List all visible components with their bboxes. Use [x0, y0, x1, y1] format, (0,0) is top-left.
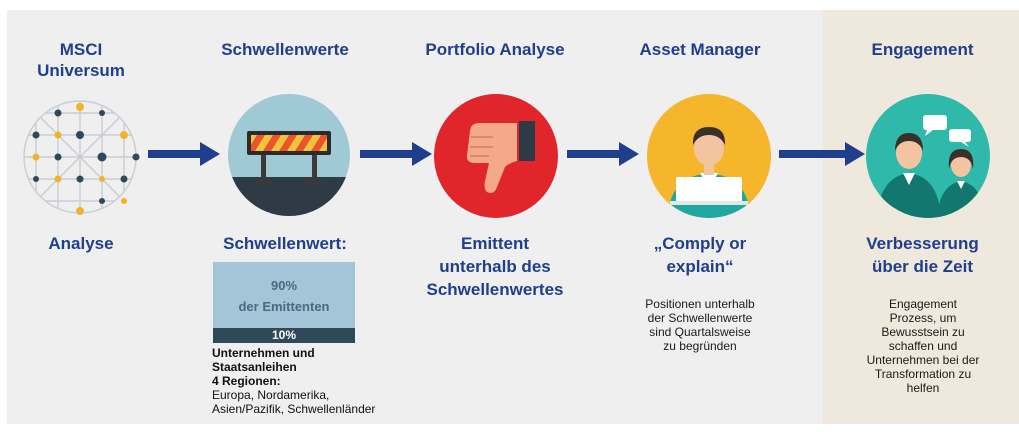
process-panel: [7, 10, 823, 424]
scope-line: Unternehmen und: [212, 346, 315, 360]
arrow-4-icon: [779, 142, 865, 166]
description-line: Unternehmen bei der: [866, 353, 980, 367]
step-1-subtitle: Analyse: [48, 234, 114, 253]
step-3-subtitle-line: Emittent: [461, 234, 529, 253]
asset-manager-laptop-icon: [647, 94, 771, 218]
step-3-subtitle-line: unterhalb des: [439, 257, 551, 276]
step-4-subtitle: „Comply or explain“: [615, 232, 785, 278]
regions-line: Asien/Pazifik, Schwellenländer: [212, 402, 376, 416]
bar-90-value: 90%: [270, 278, 298, 293]
description-line: sind Quartalsweise: [649, 325, 751, 339]
arrow-3-icon: [567, 142, 639, 166]
step-3-subtitle-line: Schwellenwertes: [426, 280, 564, 299]
step-5-title: Engagement: [871, 40, 974, 59]
description-line: zu begründen: [663, 339, 737, 353]
step-4-subtitle-line: explain“: [666, 257, 734, 276]
step-1-title: MSCI Universum: [20, 39, 142, 81]
step-4-title: Asset Manager: [639, 40, 761, 59]
step-5-subtitle-line: Verbesserung: [866, 234, 979, 253]
threshold-bar-10: 10%: [213, 328, 355, 343]
threshold-scope: Unternehmen und Staatsanleihen 4 Regione…: [212, 346, 375, 416]
step-1-title-line2: Universum: [37, 61, 125, 80]
description-line: Prozess, um: [889, 311, 957, 325]
description-line: Engagement: [888, 297, 958, 311]
description-line: Positionen unterhalb: [645, 297, 755, 311]
step-5-description: Engagement Prozess, um Bewusstsein zu sc…: [850, 297, 996, 395]
step-2-title: Schwellenwerte: [221, 40, 349, 59]
step-3-subtitle: Emittent unterhalb des Schwellenwertes: [405, 232, 585, 301]
arrow-2-icon: [360, 142, 432, 166]
threshold-bar-90: 90% der Emittenten: [213, 262, 355, 328]
bar-90-label: der Emittenten: [238, 299, 330, 314]
regions-line: Europa, Nordamerika,: [212, 388, 330, 402]
description-line: helfen: [906, 381, 940, 395]
step-1-title-line1: MSCI: [59, 40, 103, 59]
regions-heading: 4 Regionen:: [212, 374, 281, 388]
description-line: Bewusstsein zu: [881, 325, 965, 339]
scope-line: Staatsanleihen: [212, 360, 297, 374]
step-4-description: Positionen unterhalb der Schwellenwerte …: [630, 297, 770, 353]
step-4-subtitle-line: „Comply or: [653, 234, 747, 253]
network-globe-icon: [23, 100, 140, 215]
step-5-subtitle-line: über die Zeit: [871, 257, 974, 276]
description-line: schaffen und: [888, 339, 958, 353]
engagement-people-chat-icon: [866, 94, 990, 218]
description-line: Transformation zu: [874, 367, 972, 381]
arrow-1-icon: [148, 142, 220, 166]
description-line: der Schwellenwerte: [647, 311, 753, 325]
road-barrier-icon: [228, 94, 350, 216]
step-5-subtitle: Verbesserung über die Zeit: [840, 232, 1005, 278]
step-2-subtitle: Schwellenwert:: [223, 234, 347, 253]
thumbs-down-icon: [434, 94, 558, 218]
step-3-title: Portfolio Analyse: [425, 40, 565, 59]
